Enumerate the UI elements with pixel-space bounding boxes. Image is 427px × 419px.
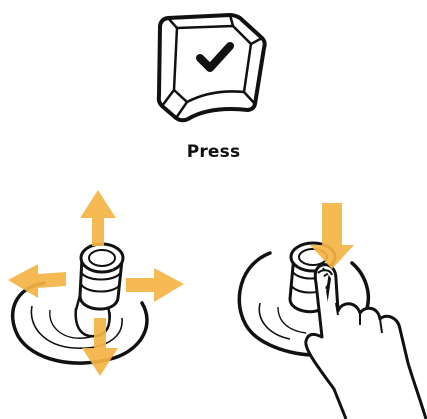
- joystick-directional-arrows-icon: [4, 188, 194, 378]
- joystick-press-hand-icon: [226, 203, 427, 419]
- press-label: Press: [0, 142, 427, 162]
- checkmark-button-icon: [150, 6, 275, 126]
